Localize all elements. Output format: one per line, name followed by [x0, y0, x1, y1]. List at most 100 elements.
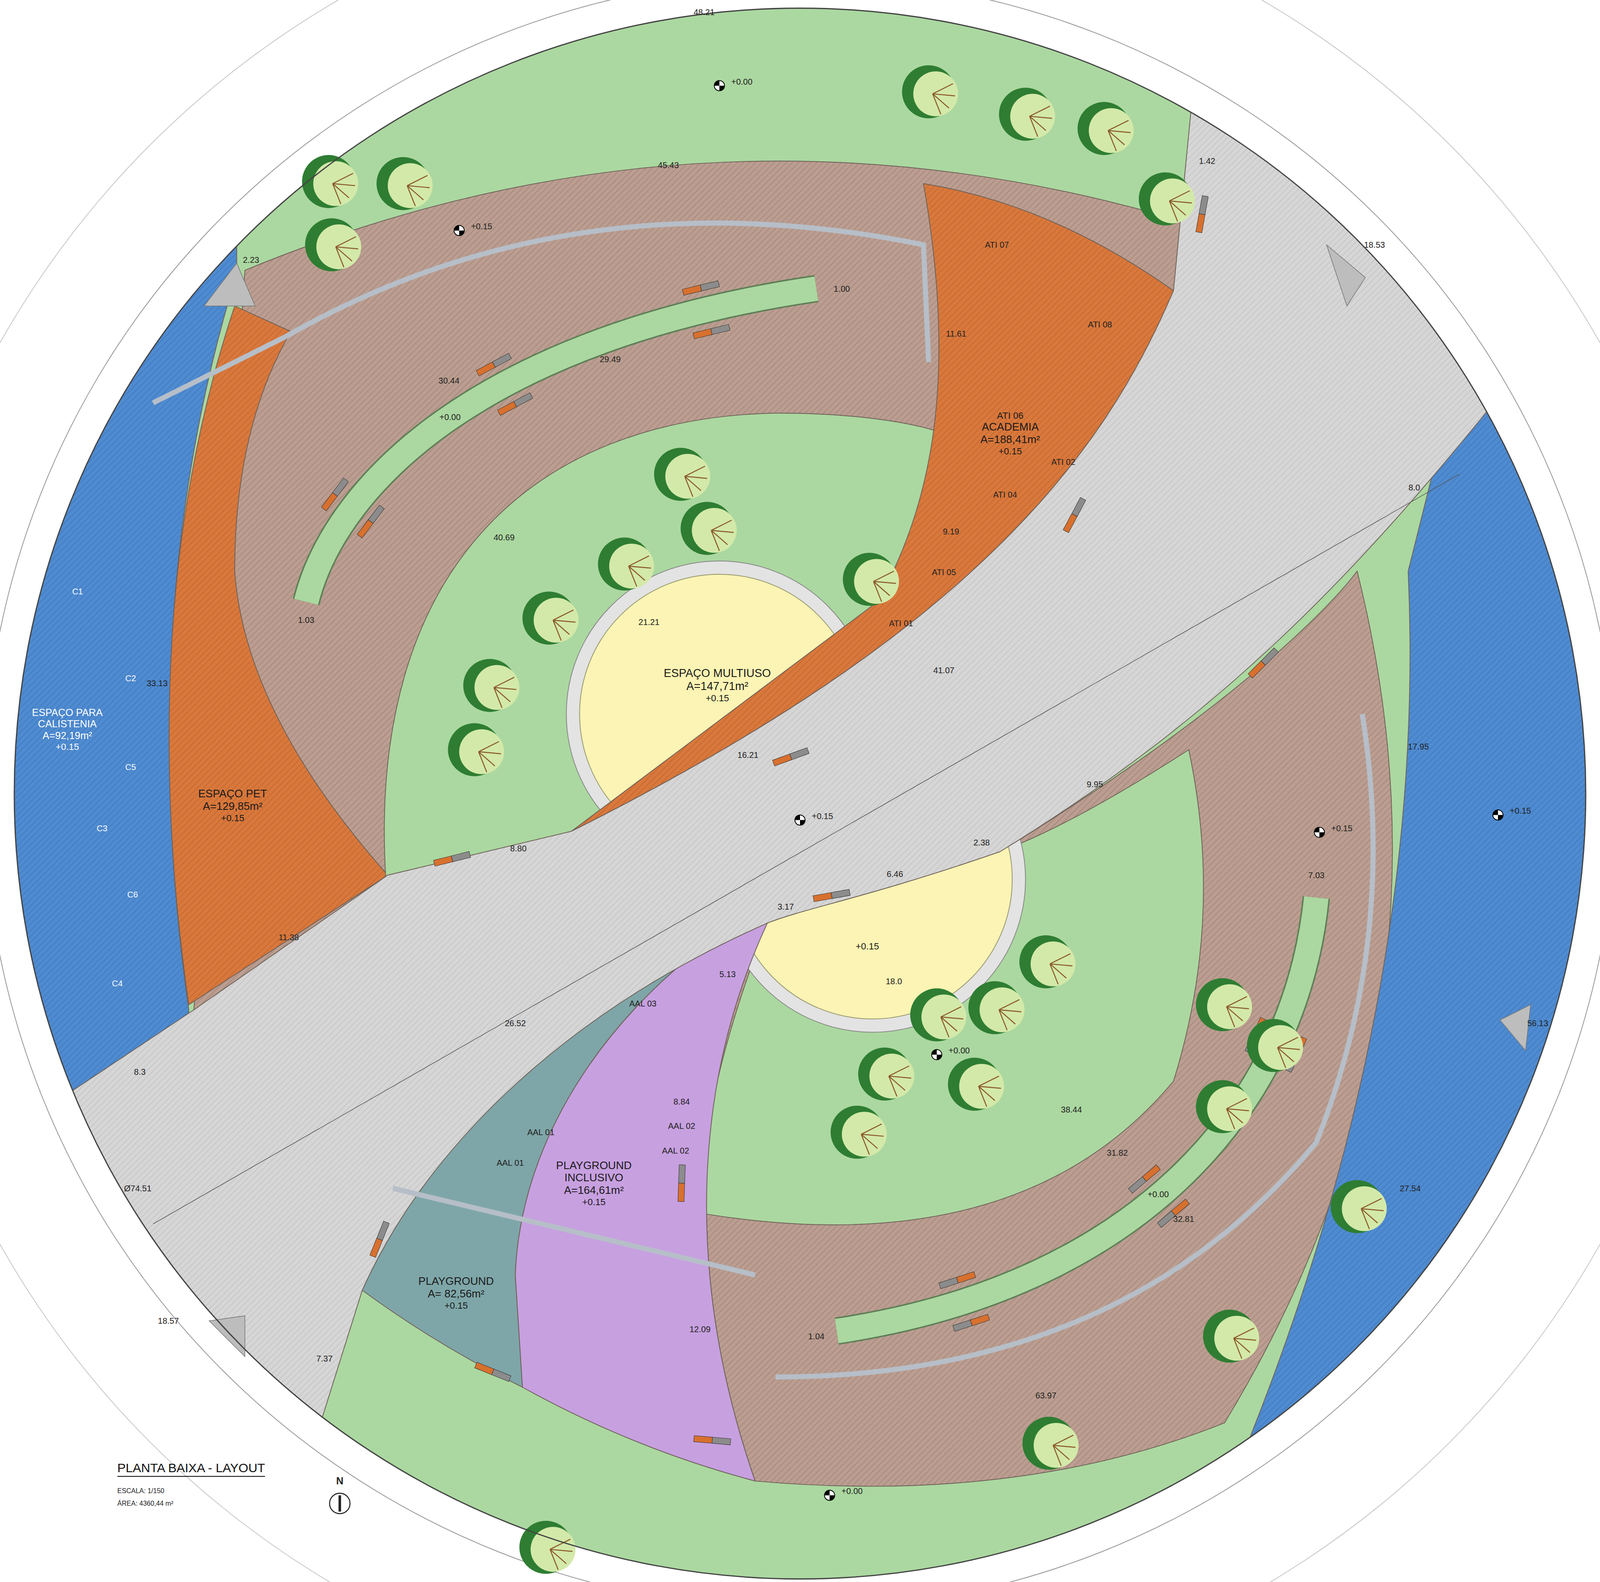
plan-annotation: ATI 05 [931, 568, 956, 577]
plan-annotation: 45.43 [657, 161, 679, 170]
tree-symbol [842, 553, 899, 607]
plan-annotation: 1.03 [298, 615, 315, 625]
sheet-note: ÁREA: 4360,44 m² [117, 1500, 174, 1508]
level-marker [824, 1490, 835, 1501]
road-axis-line [153, 474, 1460, 1224]
tree-symbol [910, 988, 967, 1042]
bench-symbol [1157, 1199, 1190, 1228]
plan-annotation: 11.61 [945, 329, 967, 338]
walkway-line [775, 714, 1374, 1378]
planter [836, 897, 1317, 1332]
bench-symbol [474, 1362, 512, 1382]
tree-symbol [1195, 1080, 1252, 1134]
tree-symbol [305, 218, 362, 272]
area-label-box: PLAYGROUND A= 82,56m²+0.15 [412, 1275, 500, 1312]
plan-annotation: 18.53 [1363, 240, 1385, 250]
plan-annotation: ATI 02 [1051, 457, 1076, 467]
tree-symbol [1246, 1019, 1304, 1073]
walkway-line [153, 336, 286, 403]
tree-symbol [519, 1521, 576, 1575]
bench-symbol [1195, 195, 1209, 234]
level-marker [454, 225, 465, 236]
bench-symbol [321, 477, 349, 512]
plan-annotation: AAL 01 [527, 1128, 555, 1137]
bench-symbol [772, 748, 809, 767]
tree-symbol [447, 723, 504, 777]
level-marker [714, 80, 725, 91]
level-marker [1492, 810, 1503, 821]
tree-symbol [654, 447, 711, 502]
bench-symbol [938, 1272, 976, 1290]
bench-symbol [677, 1165, 686, 1203]
gate-symbol [209, 1316, 245, 1357]
bench-symbol [812, 889, 851, 903]
area-text: ESPAÇO PARA CALISTENIA A=92,19m² [16, 706, 119, 742]
bench-symbol [693, 1436, 731, 1446]
bench-symbol [369, 1221, 390, 1258]
plan-annotation: 56.13 [1527, 1019, 1549, 1028]
plan-annotation: 2.38 [973, 838, 990, 847]
bench-symbol [1128, 1165, 1161, 1194]
area-text: ESPAÇO MULTIUSO A=147,71m² [653, 667, 782, 694]
plan-annotation: 8.3 [134, 1067, 146, 1077]
plan-annotation: 16.21 [737, 750, 759, 760]
bench-symbol [1248, 647, 1279, 678]
plan-annotation: 6.46 [886, 870, 904, 879]
bench-symbol [497, 392, 533, 416]
tree-symbol [680, 501, 737, 556]
plan-annotation: 8.0 [1408, 483, 1421, 492]
plan-annotation: +0.00 [948, 1046, 970, 1055]
area-text: +0.15 [846, 941, 888, 952]
drawing-title: PLANTA BAIXA - LAYOUT [117, 1461, 265, 1478]
plan-annotation: 29.49 [599, 355, 621, 364]
plan-annotation: 1.00 [833, 284, 850, 294]
plan-annotation: AAL 01 [496, 1158, 524, 1168]
plan-annotation: 38.44 [1060, 1105, 1082, 1115]
bench-symbol [1063, 497, 1086, 533]
area-text: +0.15 [542, 1197, 645, 1208]
plan-annotation: AAL 02 [662, 1146, 690, 1156]
gate-symbol [204, 263, 256, 307]
plan-annotation: 7.03 [1308, 871, 1325, 880]
plan-annotation: 9.95 [1086, 780, 1104, 789]
area-label-box: +0.15 [846, 941, 888, 952]
plan-annotation: 8.84 [673, 1097, 690, 1107]
area-text: +0.15 [16, 741, 119, 753]
area-label-box: ATI 06ACADEMIA A=188,41m²+0.15 [961, 410, 1059, 457]
bench-symbol [357, 505, 385, 539]
area-text: +0.15 [961, 446, 1059, 457]
bench-symbol [433, 851, 471, 867]
bench-symbol [952, 1314, 990, 1332]
site-boundary [14, 7, 1586, 1580]
area-text: PLAYGROUND INCLUSIVO A=164,61m² [542, 1159, 645, 1198]
plan-annotation: 33.13 [146, 679, 168, 688]
tree-symbol [1019, 935, 1076, 989]
plan-annotation: 40.69 [493, 533, 515, 542]
plan-annotation: AAL 02 [667, 1122, 696, 1131]
plan-annotation: Ø74.51 [124, 1184, 152, 1193]
tree-symbol [1138, 172, 1195, 226]
tree-symbol [522, 591, 579, 645]
plan-annotation: 32.81 [1173, 1215, 1195, 1224]
sheet-note: ESCALA: 1/150 [117, 1488, 165, 1495]
plan-annotation: ATI 01 [888, 619, 913, 628]
tree-symbol [999, 87, 1056, 141]
plan-annotation: C6 [127, 890, 139, 899]
plan-annotation: 27.54 [1399, 1184, 1421, 1193]
area-label-box: ESPAÇO PARA CALISTENIA A=92,19m²+0.15 [16, 706, 119, 753]
plan-annotation: 1.42 [1199, 156, 1216, 166]
tree-symbol [1195, 978, 1252, 1032]
plan-annotation: 18.57 [158, 1316, 180, 1326]
plan-annotation: 21.21 [638, 618, 660, 627]
tree-symbol [301, 155, 359, 209]
gate-symbol [1500, 1005, 1531, 1051]
plan-annotation: 7.37 [316, 1354, 333, 1364]
plan-annotation: C5 [125, 763, 137, 772]
north-arrow [329, 1493, 351, 1515]
area-label-box: ESPAÇO PET A=129,85m²+0.15 [184, 788, 281, 824]
tree-symbol [968, 981, 1025, 1035]
tree-symbol [376, 157, 433, 211]
tree-symbol [463, 659, 520, 713]
area-text: +0.15 [412, 1301, 500, 1312]
